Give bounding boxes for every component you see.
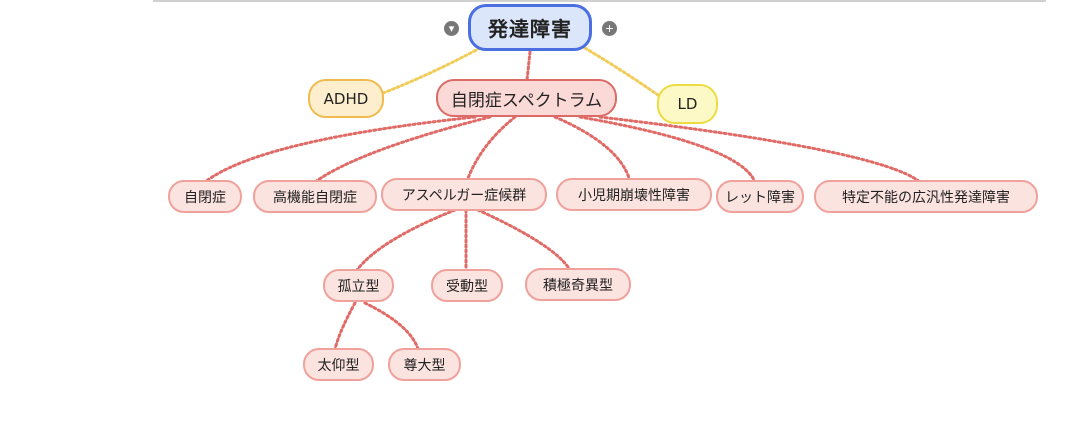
node-high-functioning-autism[interactable]: 高機能自閉症 [253, 180, 377, 213]
connector-root-asd [525, 50, 532, 82]
node-cdd[interactable]: 小児期崩壊性障害 [556, 178, 712, 211]
node-isolated-subtype-a[interactable]: 太仰型 [303, 348, 374, 381]
node-subtype-a-label: 太仰型 [317, 357, 360, 374]
node-isolated-subtype-b[interactable]: 尊大型 [388, 348, 461, 381]
node-active-odd-type[interactable]: 積極奇異型 [525, 268, 631, 301]
node-passive-label: 受動型 [446, 278, 488, 295]
node-root-label: 発達障害 [488, 17, 572, 41]
connector-isolated-a [333, 301, 357, 351]
node-active-odd-label: 積極奇異型 [543, 277, 613, 294]
connector-asd-asperger [465, 115, 517, 183]
connector-asd-rett [578, 115, 757, 184]
node-adhd-label: ADHD [323, 89, 369, 108]
node-root[interactable]: 発達障害 [468, 4, 592, 51]
connector-root-adhd [376, 46, 482, 97]
connector-asperger-active [476, 208, 572, 272]
node-autism[interactable]: 自閉症 [168, 180, 242, 213]
node-asd-label: 自閉症スペクトラム [450, 90, 603, 111]
collapse-chevron-down-icon[interactable]: ▾ [444, 21, 459, 36]
node-cdd-label: 小児期崩壊性障害 [578, 187, 690, 204]
node-ld[interactable]: LD [657, 84, 718, 124]
node-isolated-label: 孤立型 [337, 278, 380, 295]
node-autism-label: 自閉症 [184, 189, 226, 206]
connector-asd-cdd [553, 115, 632, 183]
node-adhd[interactable]: ADHD [308, 79, 384, 118]
node-asd[interactable]: 自閉症スペクトラム [436, 79, 617, 117]
connector-asd-autism [203, 115, 477, 184]
node-rett[interactable]: レット障害 [716, 180, 804, 213]
node-pddnos-label: 特定不能の広汎性発達障害 [842, 189, 1010, 206]
expand-plus-icon[interactable]: + [602, 21, 617, 36]
canvas-top-border [153, 0, 1046, 2]
connector-asd-hfa [313, 115, 492, 184]
node-ld-label: LD [677, 95, 698, 113]
node-subtype-b-label: 尊大型 [403, 357, 446, 374]
connector-asd-pddnos [598, 115, 922, 184]
connector-isolated-b [363, 301, 420, 351]
node-rett-label: レット障害 [725, 189, 795, 206]
node-isolated-type[interactable]: 孤立型 [323, 269, 394, 302]
node-pdd-nos[interactable]: 特定不能の広汎性発達障害 [814, 180, 1038, 213]
node-asperger[interactable]: アスペルガー症候群 [381, 178, 547, 211]
node-asperger-label: アスペルガー症候群 [401, 187, 527, 204]
connector-asperger-isolated [355, 208, 457, 272]
node-passive-type[interactable]: 受動型 [431, 269, 503, 302]
node-hfa-label: 高機能自閉症 [273, 189, 357, 206]
